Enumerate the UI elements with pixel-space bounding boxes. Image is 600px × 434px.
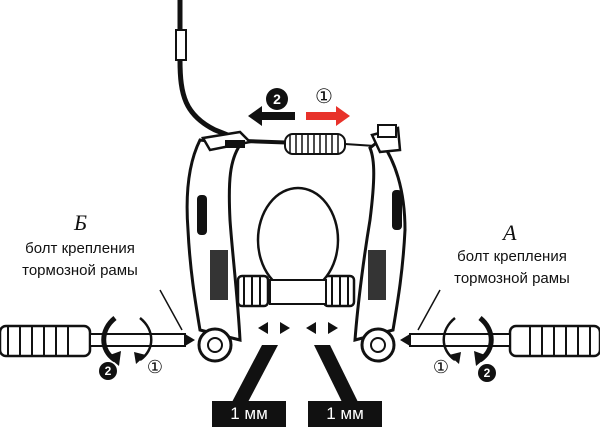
right-arm-slot bbox=[392, 190, 402, 230]
cable-housing bbox=[177, 0, 241, 143]
right-caption-line2: тормозной рамы bbox=[454, 270, 570, 287]
rim bbox=[269, 279, 327, 305]
left-caption-line1: болт крепления bbox=[25, 240, 135, 257]
cable-boot bbox=[284, 133, 346, 155]
label-b: Б bbox=[74, 210, 87, 235]
marker-1-left: ① bbox=[146, 357, 164, 377]
marker-1-top: ① bbox=[315, 86, 333, 108]
right-screwdriver-shaft bbox=[409, 333, 511, 347]
marker-2-left: 2 bbox=[99, 362, 117, 380]
right-brake-arm bbox=[353, 137, 407, 342]
inner-cable bbox=[344, 143, 376, 147]
gap-label-right: 1 мм bbox=[308, 401, 382, 427]
gap-pointer-left bbox=[232, 345, 278, 402]
label-a: А bbox=[503, 220, 517, 245]
left-caption-line2: тормозной рамы bbox=[22, 262, 138, 279]
left-brake-arm bbox=[185, 138, 243, 342]
marker-1-right: ① bbox=[432, 357, 450, 377]
gap-pointer-right bbox=[314, 345, 358, 402]
gap-label-left: 1 мм bbox=[212, 401, 286, 427]
left-arm-slot bbox=[197, 195, 207, 235]
tighten-arrow bbox=[248, 106, 295, 126]
cable-ferrule bbox=[175, 29, 187, 61]
tire bbox=[256, 186, 340, 294]
marker-2-top: 2 bbox=[266, 88, 288, 110]
right-caption-line1: болт крепления bbox=[457, 248, 567, 265]
release-arrow bbox=[306, 106, 350, 126]
marker-2-right: 2 bbox=[478, 364, 496, 382]
